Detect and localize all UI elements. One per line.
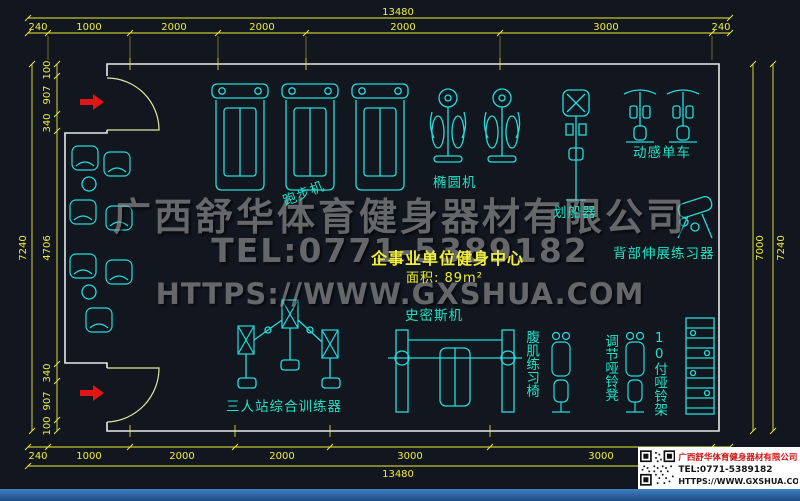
elliptical-2 bbox=[483, 88, 521, 163]
label-multi-station: 三人站综合训练器 bbox=[226, 399, 342, 415]
dim-bot-seg-2: 2000 bbox=[169, 451, 195, 462]
label-elliptical: 椭圆机 bbox=[433, 175, 477, 191]
dim-bot-seg-4: 3000 bbox=[397, 451, 423, 462]
dim-bot-seg-1: 1000 bbox=[76, 451, 102, 462]
room-title: 企事业单位健身中心 bbox=[371, 249, 525, 268]
dim-top-seg-1: 1000 bbox=[76, 22, 102, 33]
dumbbell-rack bbox=[685, 317, 715, 415]
dim-left-seg-2: 340 bbox=[42, 113, 53, 133]
dim-top-seg-2: 2000 bbox=[161, 22, 187, 33]
label-spin-bike: 动感单车 bbox=[633, 145, 691, 161]
dim-top-seg-6: 240 bbox=[711, 22, 731, 33]
dim-top-seg-0: 240 bbox=[28, 22, 48, 33]
lounge-chairs bbox=[69, 145, 133, 333]
panel-company-name: 广西舒华体育健身器材有限公司 bbox=[678, 452, 798, 463]
label-smith-machine: 史密斯机 bbox=[405, 308, 463, 324]
smith-machine bbox=[388, 329, 522, 413]
wall-ticks bbox=[129, 58, 501, 437]
wall-outline bbox=[64, 63, 720, 432]
dim-top-seg-5: 3000 bbox=[593, 22, 619, 33]
multi-station-trainer bbox=[237, 299, 341, 389]
door-swing-arcs bbox=[106, 77, 160, 423]
dim-top-seg-3: 2000 bbox=[249, 22, 275, 33]
entrance-arrow-icons bbox=[80, 94, 104, 401]
room-area-label: 面积: 89m² bbox=[406, 271, 483, 286]
label-ab-chair: 腹肌练习椅 bbox=[523, 330, 540, 398]
qr-code-icon bbox=[640, 450, 676, 486]
dim-right-total: 7240 bbox=[776, 235, 787, 261]
dim-left-seg-5: 907 bbox=[42, 391, 53, 411]
ab-crunch-chair bbox=[551, 331, 571, 413]
dim-bot-seg-5: 3000 bbox=[588, 451, 614, 462]
label-back-extension: 背部伸展练习器 bbox=[613, 246, 715, 262]
dim-left-seg-0: 100 bbox=[42, 60, 53, 80]
dim-bottom-total: 13480 bbox=[382, 469, 414, 480]
dim-right-inner: 7000 bbox=[755, 235, 766, 261]
dim-bot-seg-0: 240 bbox=[28, 451, 48, 462]
dim-left-seg-4: 340 bbox=[42, 363, 53, 383]
elliptical-1 bbox=[429, 88, 467, 163]
spin-bike-2 bbox=[666, 89, 700, 143]
watermark-tel: TEL:0771-5389182 bbox=[211, 231, 589, 270]
spin-bike-1 bbox=[623, 89, 657, 143]
rowing-machine bbox=[562, 89, 590, 201]
taskbar[interactable] bbox=[0, 489, 800, 501]
label-dumbbell-bench: 调节哑铃凳 bbox=[602, 334, 619, 402]
dim-top-total: 13480 bbox=[382, 7, 414, 18]
panel-tel: TEL:0771-5389182 bbox=[678, 464, 773, 475]
dim-left-seg-6: 100 bbox=[42, 416, 53, 436]
watermark-site: HTTPS://WWW.GXSHUA.COM bbox=[155, 277, 645, 311]
equipment-shapes bbox=[69, 83, 715, 415]
treadmill-2 bbox=[281, 83, 339, 191]
back-extension-trainer bbox=[677, 195, 713, 239]
watermark-company: 广西舒华体育健身器材有限公司 bbox=[112, 195, 688, 239]
label-dumbbell-rack: 10付哑铃架 bbox=[651, 330, 668, 416]
dim-top-seg-4: 2000 bbox=[390, 22, 416, 33]
dim-left-seg-1: 907 bbox=[42, 85, 53, 105]
label-rower: 划船器 bbox=[553, 205, 597, 221]
dim-bot-seg-3: 2000 bbox=[269, 451, 295, 462]
panel-site: HTTPS://WWW.GXSHUA.COM bbox=[678, 476, 798, 486]
treadmill-1 bbox=[211, 83, 269, 191]
dim-left-seg-3: 4706 bbox=[42, 235, 53, 261]
company-info-panel: 广西舒华体育健身器材有限公司 TEL:0771-5389182 HTTPS://… bbox=[638, 447, 800, 489]
adjustable-dumbbell-bench bbox=[625, 331, 645, 413]
dim-left-total: 7240 bbox=[18, 235, 29, 261]
dimension-lines bbox=[24, 14, 777, 470]
treadmill-3 bbox=[351, 83, 409, 191]
